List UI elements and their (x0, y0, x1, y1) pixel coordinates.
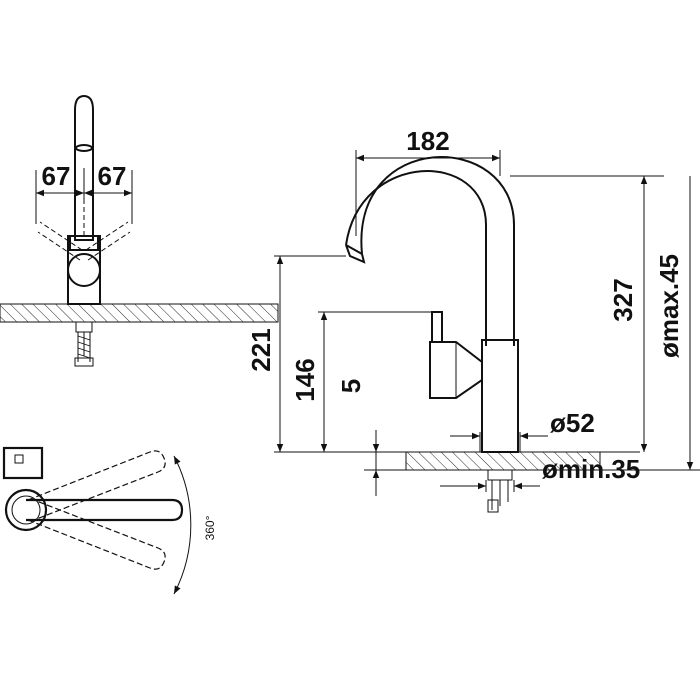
top-view: 360° (2, 446, 217, 595)
front-view: 67 67 (0, 94, 279, 367)
side-spout-outer (345, 170, 487, 346)
dim-182-label: 182 (406, 126, 449, 156)
side-spout-tip (345, 244, 366, 264)
side-body (481, 339, 519, 453)
side-view: 182 221 146 5 327 ømax.45 ø52 ømin.35 (246, 126, 700, 513)
rotation-label: 360° (203, 515, 217, 540)
front-lever-left (39, 221, 83, 251)
dim-67-right-label: 67 (98, 161, 127, 191)
top-lever-indicator (14, 454, 24, 464)
side-spout-inner (360, 156, 515, 346)
top-spout-upper-dashed (27, 450, 166, 521)
front-countertop (0, 303, 279, 323)
rotation-arc (173, 455, 192, 595)
top-body-circle (4, 488, 48, 532)
top-spout-lower-dashed (27, 499, 166, 570)
front-body (67, 235, 101, 305)
front-shank (75, 321, 93, 333)
top-lever-box (2, 446, 44, 480)
front-lever-left-b (37, 231, 81, 261)
dim-max45-label: ømax.45 (654, 254, 684, 358)
front-lever-hub (67, 253, 101, 287)
top-spout-solid (26, 498, 184, 522)
front-hose-braid (77, 335, 91, 359)
side-hoses (491, 480, 509, 510)
dim-min35-label: ømin.35 (542, 454, 640, 484)
front-hose-nut (74, 357, 94, 367)
front-spout-outlet (75, 144, 93, 152)
dim-67-left-label: 67 (42, 161, 71, 191)
side-lever-stem (431, 311, 443, 343)
dim-327-label: 327 (608, 278, 638, 321)
front-spout-tube (74, 94, 94, 241)
dim-5-label: 5 (336, 379, 366, 393)
dim-146-label: 146 (290, 358, 320, 401)
dim-52-label: ø52 (550, 408, 595, 438)
dim-221-label: 221 (246, 328, 276, 371)
side-shank (487, 469, 513, 481)
top-body-inner (11, 495, 41, 525)
front-lever-right (85, 221, 129, 251)
side-hose-nut (487, 499, 499, 513)
front-lever-right-b (87, 231, 131, 261)
